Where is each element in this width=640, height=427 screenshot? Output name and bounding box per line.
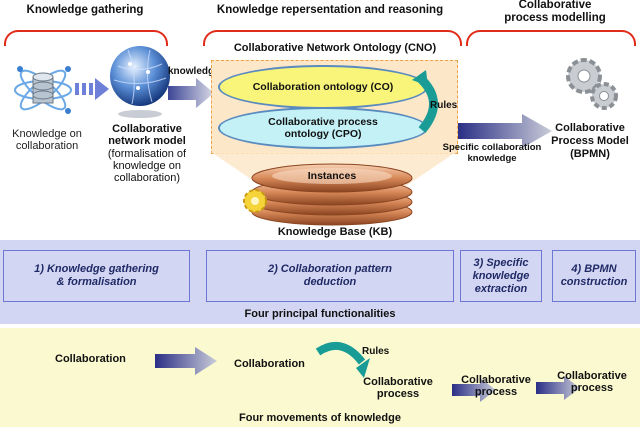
functionality-4-label: 4) BPMN construction [560,263,628,288]
movement-collaboration-1: Collaboration [55,353,126,365]
movement-arrow-2-icon [452,378,496,402]
rules-label-top: Rules [430,100,458,111]
functionality-2-label: 2) Collaboration pattern deduction [267,263,393,288]
functionalities-caption: Four principal functionalities [244,308,396,320]
bracket-gathering [4,30,168,46]
functionality-3-box: 3) Specific knowledge extraction [460,250,542,302]
collaborative-process-ontology-ellipse: Collaborative process ontology (CPO) [218,107,428,149]
movement-rules-label: Rules [362,346,390,357]
functionality-2-box: 2) Collaboration pattern deduction [206,250,454,302]
gear-yellow-icon [243,189,267,213]
network-model-title: Collaborative network model [108,123,186,147]
process-model-label: Collaborative Process Model (BPMN) [551,122,629,160]
instances-label: Instances [307,170,357,182]
knowledge-arrow-icon [168,78,214,108]
header-knowledge-representation: Knowledge repersentation and reasoning [216,4,444,16]
globe-network-icon [110,46,170,118]
movement-process-1: Collaborative process [363,376,433,400]
functionality-1-label: 1) Knowledge gathering & formalisation [34,263,159,288]
database-atom-icon [14,66,72,114]
header-process-modelling: Collaborative process modelling [504,0,606,24]
gathering-arrow-icon [75,78,109,100]
functionality-3-label: 3) Specific knowledge extraction [472,256,530,295]
movement-collaboration-2: Collaboration [234,358,305,370]
co-label: Collaboration ontology (CO) [252,81,394,93]
movements-band [0,328,640,427]
cpo-label: Collaborative process ontology (CPO) [268,116,378,140]
knowledge-base-label: Knowledge Base (KB) [277,226,393,238]
knowledge-on-collaboration-label: Knowledge on collaboration [12,128,82,152]
network-model-subtitle: (formalisation of knowledge on collabora… [107,148,187,184]
header-knowledge-gathering: Knowledge gathering [26,4,144,16]
specific-knowledge-label: Specific collaboration knowledge [442,142,542,164]
functionality-1-box: 1) Knowledge gathering & formalisation [3,250,190,302]
gears-icon [566,58,618,110]
movement-arrow-3-icon [536,376,580,400]
bracket-representation [203,30,462,46]
movement-rules-icon [315,341,370,378]
movement-process-2: Collaborative process [461,374,531,398]
functionality-4-box: 4) BPMN construction [552,250,636,302]
collaboration-ontology-ellipse: Collaboration ontology (CO) [218,65,428,109]
rules-cycle-icon [412,70,438,133]
bracket-modelling [466,30,636,46]
movements-caption: Four movements of knowledge [239,412,401,424]
movement-arrow-1-icon [155,347,217,375]
movement-process-3: Collaborative process [557,370,627,394]
instances-database-icon [251,163,413,226]
cno-title: Collaborative Network Ontology (CNO) [233,42,437,54]
knowledge-arrow-label: knowledge [168,66,220,77]
specific-knowledge-arrow-icon [458,114,552,148]
